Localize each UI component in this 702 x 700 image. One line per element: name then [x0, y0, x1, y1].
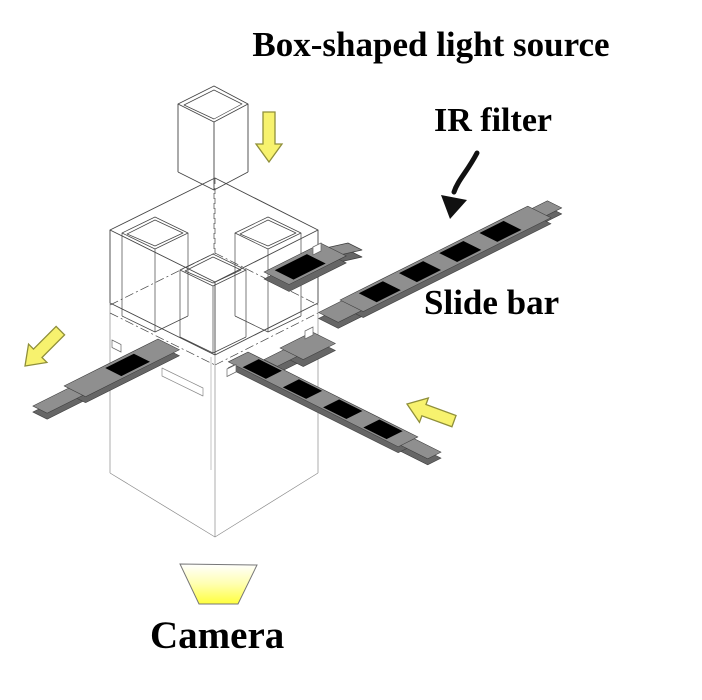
- lower-slide-bar: [227, 351, 442, 466]
- light-source-label: Box-shaped light source: [252, 25, 610, 64]
- ir-filter-windows: [358, 220, 522, 303]
- slide-bar-label: Slide bar: [424, 283, 560, 322]
- ir-filter-slide-bar: [318, 200, 563, 329]
- insert-down-arrow-icon: [254, 111, 284, 164]
- wall-slot-notches: [111, 242, 322, 378]
- inserted-filter-holder: [263, 242, 363, 292]
- ir-filter-label: IR filter: [434, 102, 553, 139]
- slide-out-left-arrow-icon: [24, 325, 66, 367]
- left-bar-filter-window: [105, 353, 150, 377]
- left-slide-bar: [32, 338, 180, 420]
- camera-lens-cone: [179, 563, 258, 605]
- inner-light-channels-wireframe: [121, 216, 302, 354]
- ir-filter-pointer-arrow-icon: [441, 150, 480, 219]
- camera-housing-wireframe: [109, 303, 319, 538]
- camera-label: Camera: [150, 614, 285, 657]
- lower-bar-filter-windows: [242, 359, 403, 440]
- empty-slot-outline: [161, 367, 204, 397]
- light-source-box-wireframe: [177, 85, 249, 250]
- holder-filter-window: [274, 254, 326, 280]
- empty-slide-plate: [263, 331, 336, 374]
- slide-in-right-arrow-icon: [405, 396, 457, 428]
